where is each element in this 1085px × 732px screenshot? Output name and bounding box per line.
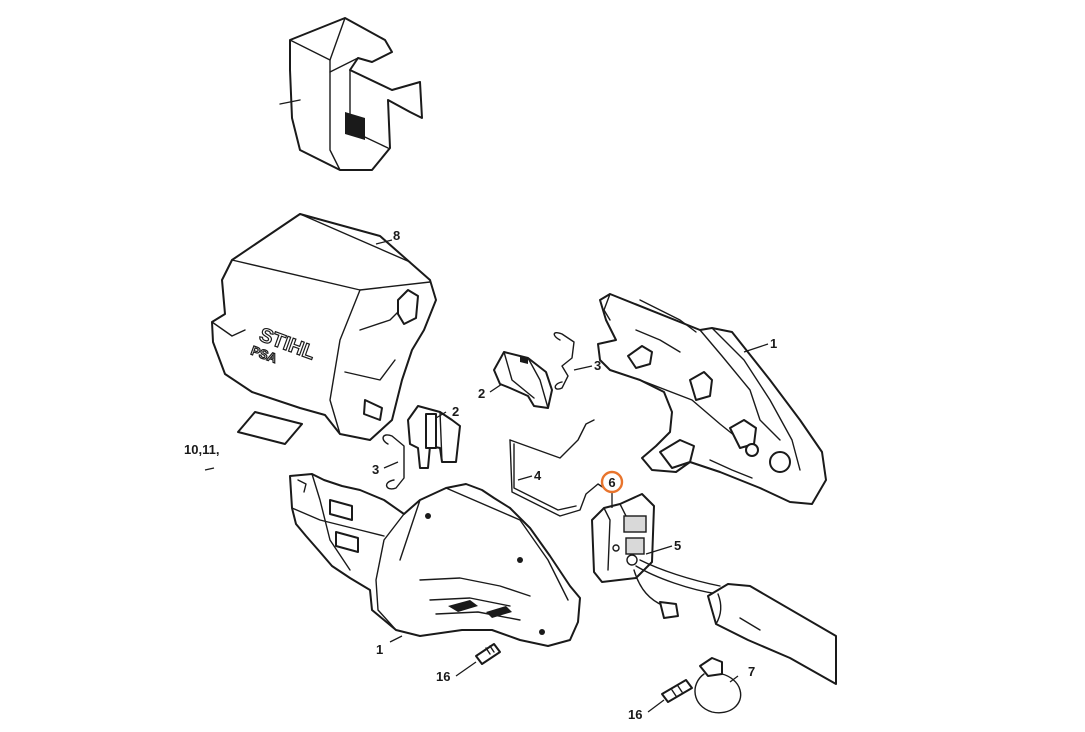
callout-1-lower: 1 xyxy=(376,642,383,657)
spring-right xyxy=(553,331,575,390)
callout-3-upper: 3 xyxy=(594,358,601,373)
right-housing-part xyxy=(597,293,827,505)
hose-clamp-part xyxy=(694,657,742,714)
handle-tube-part xyxy=(707,583,837,685)
upper-housing-part: STIHL PSA xyxy=(211,213,437,441)
callout-3-mid: 3 xyxy=(372,462,379,477)
screw-left xyxy=(475,643,501,665)
screw-right xyxy=(661,679,693,703)
callout-10-11: 10,11, xyxy=(184,442,219,457)
switch-module-part xyxy=(591,493,655,583)
callout-6-highlight[interactable]: 6 xyxy=(600,470,624,494)
callout-2-upper: 2 xyxy=(478,386,485,401)
spring-left xyxy=(382,434,405,490)
wire-bracket-part xyxy=(509,419,605,517)
switch-lever-left xyxy=(407,405,461,469)
callout-7: 7 xyxy=(748,664,755,679)
leader-lines xyxy=(375,239,769,713)
callout-5: 5 xyxy=(674,538,681,553)
battery-cover-part xyxy=(279,17,423,171)
callout-8: 8 xyxy=(393,228,400,243)
callout-6: 6 xyxy=(608,475,615,490)
callout-16-right: 16 xyxy=(628,707,642,722)
highlight-ring xyxy=(600,470,624,494)
callout-1-upper: 1 xyxy=(770,336,777,351)
cable-assembly-part xyxy=(633,559,721,619)
callout-16-left: 16 xyxy=(436,669,450,684)
label-sticker-part xyxy=(204,411,303,471)
callout-2-mid: 2 xyxy=(452,404,459,419)
switch-lever-right xyxy=(493,351,553,409)
callout-4: 4 xyxy=(534,468,542,483)
lower-housing-part xyxy=(289,473,581,647)
callout-labels: 8 1 2 2 3 3 4 5 7 10,11, 1 16 16 xyxy=(184,228,777,722)
